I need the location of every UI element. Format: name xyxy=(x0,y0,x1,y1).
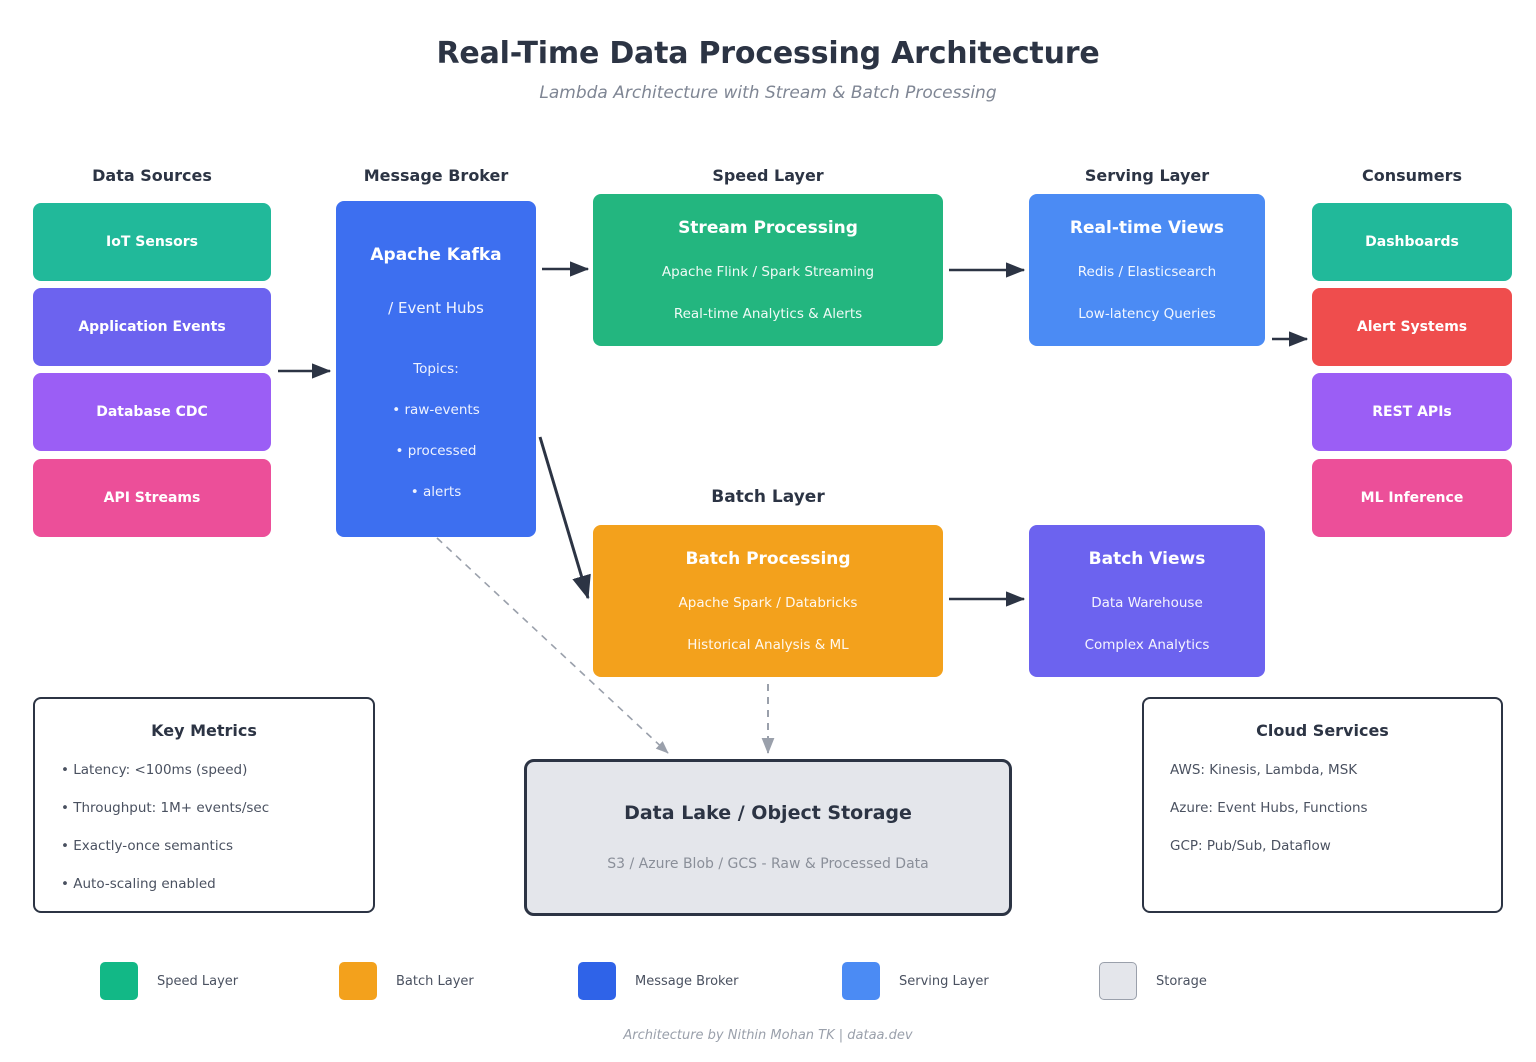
node-label: Application Events xyxy=(78,318,226,335)
node-label: ML Inference xyxy=(1360,489,1464,506)
metric-item: • Latency: <100ms (speed) xyxy=(61,762,248,778)
legend-label: Speed Layer xyxy=(157,973,239,989)
kafka-topics-label: Topics: xyxy=(413,361,459,378)
arrow-kafka-to-batch-processing xyxy=(538,436,591,600)
node-apache-kafka[interactable]: Apache Kafka / Event Hubs Topics: • raw-… xyxy=(336,201,536,537)
legend-swatch-icon xyxy=(339,962,377,1000)
metric-item: • Auto-scaling enabled xyxy=(61,876,216,892)
node-rest-apis[interactable]: REST APIs xyxy=(1312,373,1512,451)
kafka-title: Apache Kafka xyxy=(370,245,502,265)
legend-swatch-icon xyxy=(1099,962,1137,1000)
node-application-events[interactable]: Application Events xyxy=(33,288,271,366)
node-detail-1: Redis / Elasticsearch xyxy=(1077,264,1217,280)
panel-key-metrics: Key Metrics • Latency: <100ms (speed) • … xyxy=(33,697,375,913)
panel-cloud-services: Cloud Services AWS: Kinesis, Lambda, MSK… xyxy=(1142,697,1503,913)
node-title: Batch Views xyxy=(1088,548,1206,569)
node-detail-2: Real-time Analytics & Alerts xyxy=(673,306,863,323)
column-header-serving-layer: Serving Layer xyxy=(1084,166,1210,185)
node-batch-views[interactable]: Batch Views Data Warehouse Complex Analy… xyxy=(1029,525,1265,677)
column-header-message-broker: Message Broker xyxy=(363,166,509,185)
legend-label: Storage xyxy=(1156,973,1207,989)
metric-item: • Throughput: 1M+ events/sec xyxy=(61,800,270,816)
node-dashboards[interactable]: Dashboards xyxy=(1312,203,1512,281)
node-title: Batch Processing xyxy=(685,548,851,569)
page-title: Real-Time Data Processing Architecture xyxy=(436,36,1100,71)
legend-label: Serving Layer xyxy=(899,973,989,989)
node-title: Real-time Views xyxy=(1069,217,1225,238)
node-label: Alert Systems xyxy=(1356,318,1468,335)
legend-item-serving-layer: Serving Layer xyxy=(842,962,989,1000)
cloud-item: GCP: Pub/Sub, Dataflow xyxy=(1170,838,1331,854)
kafka-topic-raw-events: • raw-events xyxy=(392,402,480,419)
node-stream-processing[interactable]: Stream Processing Apache Flink / Spark S… xyxy=(593,194,943,346)
node-ml-inference[interactable]: ML Inference xyxy=(1312,459,1512,537)
cloud-item: Azure: Event Hubs, Functions xyxy=(1170,800,1368,816)
node-batch-processing[interactable]: Batch Processing Apache Spark / Databric… xyxy=(593,525,943,677)
node-label: Dashboards xyxy=(1365,233,1459,250)
legend-item-speed-layer: Speed Layer xyxy=(100,962,238,1000)
node-detail-1: Apache Flink / Spark Streaming xyxy=(661,264,875,280)
legend-item-storage: Storage xyxy=(1099,962,1207,1000)
metric-item: • Exactly-once semantics xyxy=(61,838,234,854)
column-header-data-sources: Data Sources xyxy=(92,166,212,185)
node-detail-2: Complex Analytics xyxy=(1084,637,1210,654)
storage-title: Data Lake / Object Storage xyxy=(624,802,912,824)
node-detail-2: Historical Analysis & ML xyxy=(687,637,849,654)
legend-item-batch-layer: Batch Layer xyxy=(339,962,474,1000)
legend-swatch-icon xyxy=(842,962,880,1000)
column-header-speed-layer: Speed Layer xyxy=(712,166,824,185)
kafka-topic-alerts: • alerts xyxy=(410,484,462,501)
panel-title: Cloud Services xyxy=(1256,721,1389,740)
footer-credit: Architecture by Nithin Mohan TK | dataa.… xyxy=(623,1028,913,1043)
legend-swatch-icon xyxy=(578,962,616,1000)
node-label: Database CDC xyxy=(96,403,208,420)
storage-subtitle: S3 / Azure Blob / GCS - Raw & Processed … xyxy=(607,856,929,872)
panel-title: Key Metrics xyxy=(151,721,257,740)
node-title: Stream Processing xyxy=(678,217,858,238)
page-subtitle: Lambda Architecture with Stream & Batch … xyxy=(539,83,997,103)
legend-item-message-broker: Message Broker xyxy=(578,962,738,1000)
legend-label: Batch Layer xyxy=(396,973,474,989)
node-realtime-views[interactable]: Real-time Views Redis / Elasticsearch Lo… xyxy=(1029,194,1265,346)
column-header-consumers: Consumers xyxy=(1362,166,1462,185)
node-label: IoT Sensors xyxy=(106,233,198,250)
legend-swatch-icon xyxy=(100,962,138,1000)
node-detail-1: Apache Spark / Databricks xyxy=(678,595,858,611)
node-database-cdc[interactable]: Database CDC xyxy=(33,373,271,451)
node-iot-sensors[interactable]: IoT Sensors xyxy=(33,203,271,281)
node-data-lake-storage[interactable]: Data Lake / Object Storage S3 / Azure Bl… xyxy=(524,759,1012,916)
node-detail-2: Low-latency Queries xyxy=(1078,306,1216,323)
section-header-batch-layer: Batch Layer xyxy=(711,487,825,507)
node-alert-systems[interactable]: Alert Systems xyxy=(1312,288,1512,366)
kafka-topic-processed: • processed xyxy=(395,443,477,460)
legend-label: Message Broker xyxy=(635,973,739,989)
kafka-subtitle: / Event Hubs xyxy=(388,299,484,318)
node-label: API Streams xyxy=(103,489,201,506)
node-detail-1: Data Warehouse xyxy=(1091,595,1203,611)
node-label: REST APIs xyxy=(1372,403,1452,420)
cloud-item: AWS: Kinesis, Lambda, MSK xyxy=(1170,762,1358,778)
node-api-streams[interactable]: API Streams xyxy=(33,459,271,537)
